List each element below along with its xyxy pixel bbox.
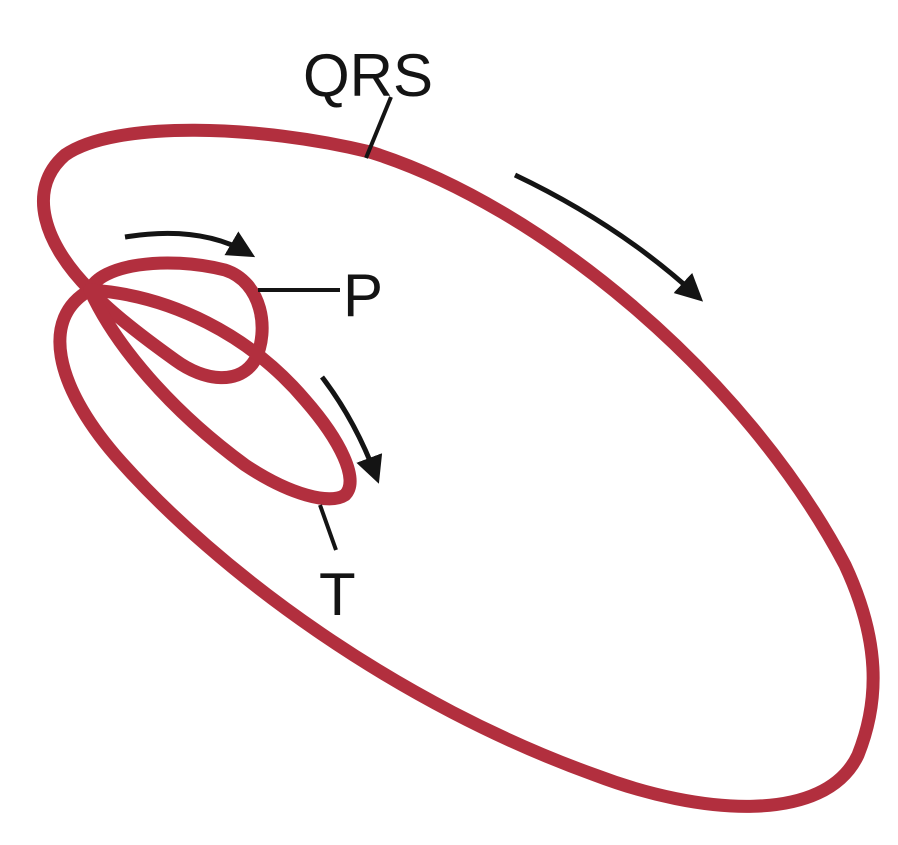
t-leader-line xyxy=(318,504,338,551)
p-label: P xyxy=(343,262,383,329)
t-loop xyxy=(83,283,357,506)
t-direction-arrow xyxy=(320,375,383,484)
qrs-loop xyxy=(37,123,880,813)
p-loop xyxy=(83,256,269,385)
qrs-leader-line xyxy=(364,96,393,159)
qrs-label: QRS xyxy=(303,42,433,109)
t-label: T xyxy=(319,561,356,628)
qrs-direction-arrow xyxy=(513,172,704,302)
p-direction-arrow xyxy=(124,230,256,258)
